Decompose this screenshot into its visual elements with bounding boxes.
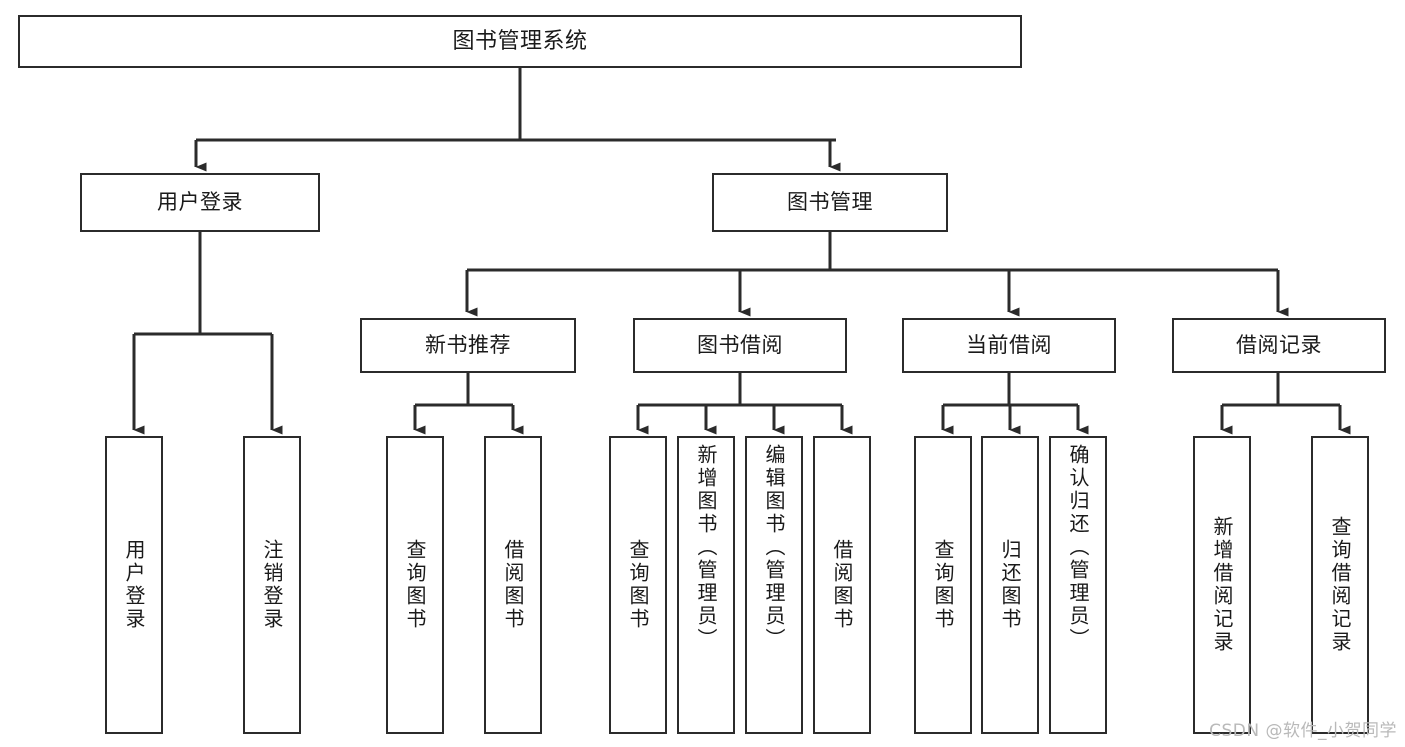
node-label: 归还图书 [998,539,1022,631]
node-label: 新增借阅记录 [1210,516,1234,654]
node-label: 查询图书 [403,539,427,631]
node-label: 注销登录 [260,539,284,631]
leaf-borrow-add-book-admin[interactable]: 新增图书（管理员） [677,436,735,734]
node-label: 图书管理 [787,190,873,215]
leaf-record-query-record[interactable]: 查询借阅记录 [1311,436,1369,734]
node-label: 借阅图书 [501,539,525,631]
leaf-recommend-query-book[interactable]: 查询图书 [386,436,444,734]
node-book-borrow[interactable]: 图书借阅 [633,318,847,373]
leaf-borrow-edit-book-admin[interactable]: 编辑图书（管理员） [745,436,803,734]
node-label: 确认归还（管理员） [1066,444,1090,651]
leaf-borrow-borrow-book[interactable]: 借阅图书 [813,436,871,734]
node-label: 借阅记录 [1236,333,1322,358]
node-label: 图书借阅 [697,333,783,358]
node-label: 查询图书 [931,539,955,631]
node-label: 查询图书 [626,539,650,631]
node-root-system[interactable]: 图书管理系统 [18,15,1022,68]
leaf-user-login-login[interactable]: 用户登录 [105,436,163,734]
node-borrow-record[interactable]: 借阅记录 [1172,318,1386,373]
node-label: 用户登录 [122,539,146,631]
leaf-user-login-logout[interactable]: 注销登录 [243,436,301,734]
leaf-current-return-book[interactable]: 归还图书 [981,436,1039,734]
node-label: 用户登录 [157,190,243,215]
node-label: 编辑图书（管理员） [762,444,786,651]
node-label: 借阅图书 [830,539,854,631]
node-label: 图书管理系统 [452,28,588,54]
node-current-borrow[interactable]: 当前借阅 [902,318,1116,373]
leaf-record-add-record[interactable]: 新增借阅记录 [1193,436,1251,734]
node-label: 当前借阅 [966,333,1052,358]
node-book-management[interactable]: 图书管理 [712,173,948,232]
node-label: 新增图书（管理员） [694,444,718,651]
node-user-login[interactable]: 用户登录 [80,173,320,232]
leaf-current-confirm-return-admin[interactable]: 确认归还（管理员） [1049,436,1107,734]
leaf-recommend-borrow-book[interactable]: 借阅图书 [484,436,542,734]
leaf-borrow-query-book[interactable]: 查询图书 [609,436,667,734]
leaf-current-query-book[interactable]: 查询图书 [914,436,972,734]
node-new-book-recommend[interactable]: 新书推荐 [360,318,576,373]
node-label: 查询借阅记录 [1328,516,1352,654]
watermark-text: CSDN @软件_小贺同学 [1209,721,1397,741]
node-label: 新书推荐 [425,333,511,358]
